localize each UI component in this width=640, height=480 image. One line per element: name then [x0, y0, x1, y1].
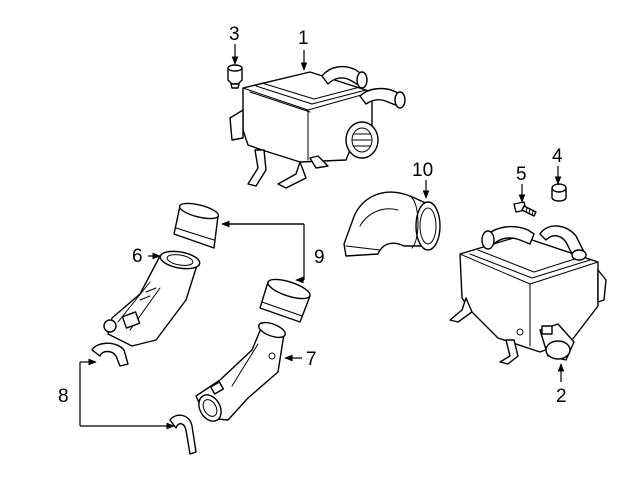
intercooler-upper: [229, 65, 406, 189]
bolt: [513, 201, 537, 217]
leader-lines: [79, 44, 565, 430]
hose-sleeve-lower: [259, 278, 311, 323]
callout-5: 5: [516, 164, 527, 185]
intercooler-lower: [449, 225, 607, 365]
callout-10: 10: [412, 160, 433, 181]
callout-1: 1: [298, 28, 309, 49]
callout-2: 2: [556, 386, 567, 407]
callout-3: 3: [229, 24, 240, 45]
callout-6: 6: [132, 246, 143, 267]
callout-8: 8: [58, 386, 69, 407]
grommet: [551, 183, 567, 202]
callout-9: 9: [314, 247, 325, 268]
callout-7: 7: [306, 349, 317, 370]
callout-4: 4: [552, 146, 563, 167]
hose-clamp-lower: [169, 414, 197, 455]
hose-clamp-upper: [91, 342, 129, 367]
elbow-duct: [343, 191, 441, 257]
intake-tube: [103, 250, 201, 347]
intake-tube-lower: [195, 321, 287, 422]
hose-sleeve-upper: [173, 202, 220, 249]
mount-bushing: [227, 64, 243, 89]
